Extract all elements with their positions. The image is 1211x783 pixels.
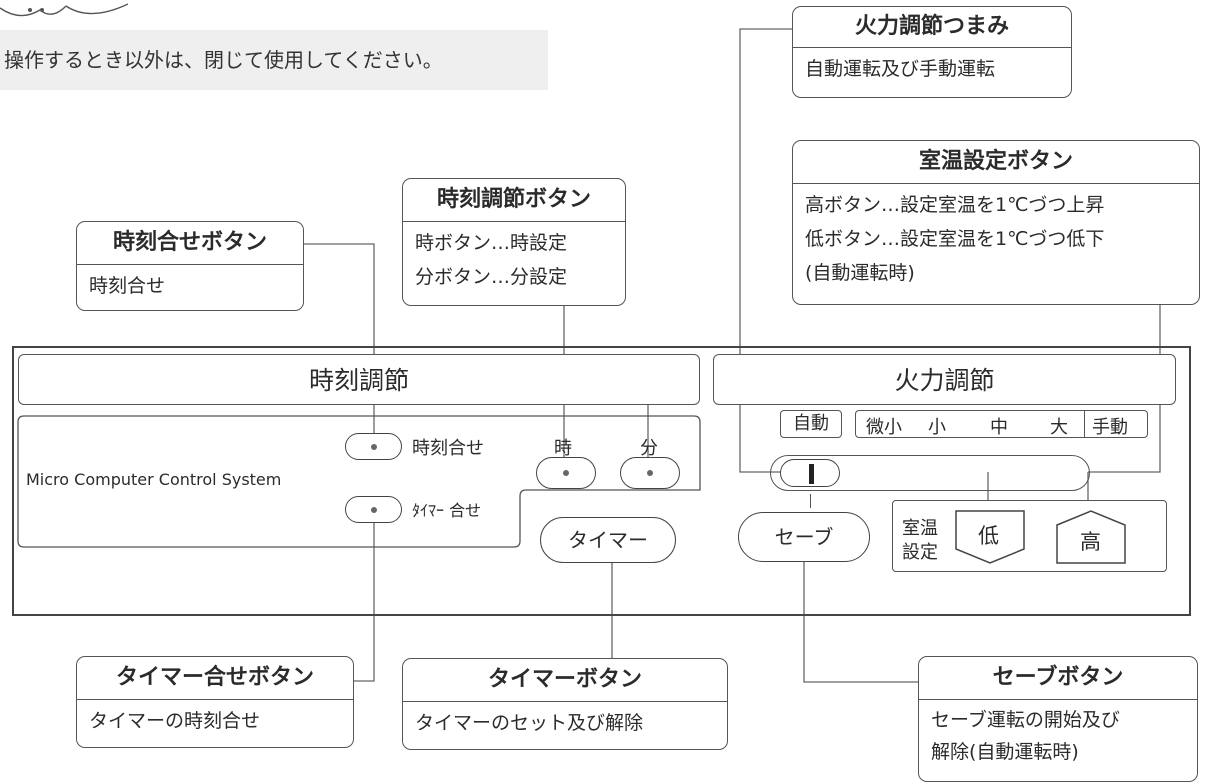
room-temp-high-desc: 高ボタン…設定室温を1℃づつ上昇	[805, 194, 1105, 216]
heat-adjust-header: 火力調節	[713, 354, 1176, 405]
minute-label: 分	[640, 438, 658, 459]
timer-desc: タイマーのセット及び解除	[415, 712, 644, 734]
timer-set-title: タイマー合せボタン	[77, 657, 353, 700]
heat-slider-track	[770, 455, 1090, 491]
time-set-button[interactable]	[345, 433, 402, 460]
timer-button[interactable]: タイマー	[540, 517, 676, 563]
minute-button[interactable]	[620, 457, 680, 489]
heat-knob-desc: 自動運転及び手動運転	[805, 58, 996, 80]
scale-small: 小	[928, 417, 946, 438]
room-temp-title: 室温設定ボタン	[793, 141, 1199, 184]
minute-button-desc: 分ボタン…分設定	[415, 266, 568, 288]
save-desc-line1: セーブ運転の開始及び	[931, 709, 1120, 731]
high-button[interactable]	[1055, 509, 1127, 565]
timer-callout: タイマーボタン タイマーのセット及び解除	[402, 658, 728, 750]
high-button-label: 高	[1080, 530, 1101, 554]
low-button-label: 低	[978, 524, 999, 548]
timer-button-label: タイマー	[568, 528, 648, 552]
hour-button-desc: 時ボタン…時設定	[415, 232, 568, 254]
timer-set-button[interactable]	[345, 496, 402, 523]
save-callout: セーブボタン セーブ運転の開始及び 解除(自動運転時)	[918, 656, 1198, 782]
room-temp-low-desc: 低ボタン…設定室温を1℃づつ低下	[805, 228, 1105, 250]
time-set-desc: 時刻合せ	[89, 275, 166, 297]
knob-tick	[810, 494, 811, 508]
system-name: Micro Computer Control System	[26, 470, 282, 489]
knob-indicator	[809, 464, 814, 484]
scale-medium: 中	[990, 417, 1008, 438]
scale-micro: 微小	[866, 417, 902, 438]
note-background	[0, 30, 548, 90]
clock-adjust-title: 時刻調節ボタン	[403, 179, 625, 222]
timer-set-label: ﾀｲﾏｰ 合せ	[412, 501, 482, 520]
timer-set-desc: タイマーの時刻合せ	[89, 710, 261, 732]
timer-title: タイマーボタン	[403, 659, 727, 702]
low-button[interactable]	[954, 509, 1026, 565]
scale-large: 大	[1050, 417, 1068, 438]
save-button[interactable]: セーブ	[738, 512, 870, 562]
room-temp-callout: 室温設定ボタン 高ボタン…設定室温を1℃づつ上昇 低ボタン…設定室温を1℃づつ低…	[792, 140, 1200, 305]
room-temp-label-line1: 室温	[902, 518, 938, 539]
button-dot	[370, 443, 377, 450]
auto-label: 自動	[780, 410, 842, 438]
save-title: セーブボタン	[919, 657, 1197, 700]
button-dot	[370, 506, 377, 513]
time-set-label: 時刻合せ	[412, 438, 484, 459]
heat-knob-title: 火力調節つまみ	[793, 7, 1071, 48]
scale-manual: 手動	[1092, 417, 1128, 438]
usage-note: 操作するとき以外は、閉じて使用してください。	[4, 48, 443, 72]
hour-label: 時	[554, 438, 572, 459]
mascot-illustration	[0, 3, 129, 17]
save-desc-line2: 解除(自動運転時)	[931, 741, 1079, 763]
heat-knob-callout: 火力調節つまみ 自動運転及び手動運転	[792, 6, 1072, 98]
button-dot	[647, 470, 653, 476]
heat-scale: 微小 小 中 大 手動	[855, 410, 1148, 438]
timer-set-callout: タイマー合せボタン タイマーの時刻合せ	[76, 656, 354, 748]
time-set-callout: 時刻合せボタン 時刻合せ	[76, 221, 304, 311]
button-dot	[563, 470, 569, 476]
room-temp-label-line2: 設定	[902, 542, 938, 563]
room-temp-auto-note: (自動運転時)	[805, 262, 915, 284]
time-set-title: 時刻合せボタン	[77, 222, 303, 265]
clock-adjust-callout: 時刻調節ボタン 時ボタン…時設定 分ボタン…分設定	[402, 178, 626, 306]
scale-divider	[1084, 411, 1085, 437]
hour-button[interactable]	[536, 457, 596, 489]
save-button-label: セーブ	[774, 525, 834, 549]
heat-knob[interactable]	[780, 459, 840, 487]
control-panel	[12, 346, 1191, 616]
clock-adjust-header: 時刻調節	[18, 354, 700, 405]
